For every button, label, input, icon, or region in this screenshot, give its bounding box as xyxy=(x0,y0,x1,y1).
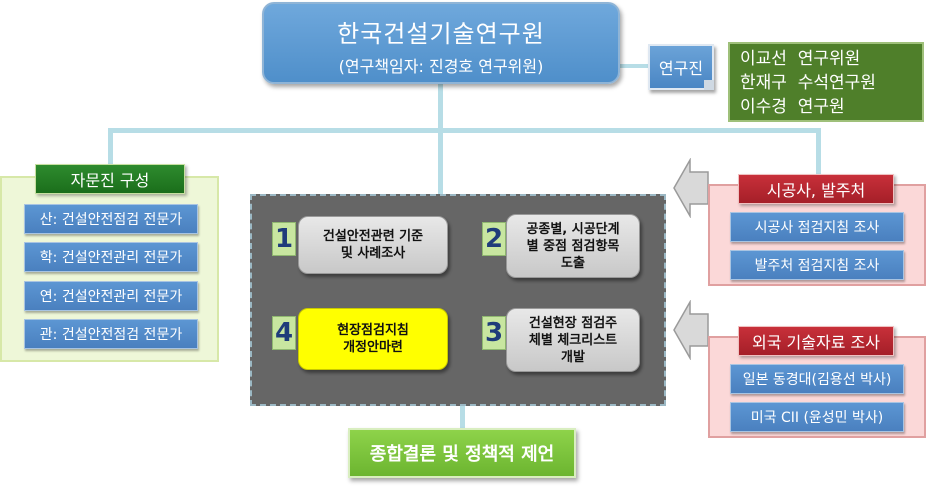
advisory-item: 학: 건설안전관리 전문가 xyxy=(24,242,198,272)
researcher-item: 이수경 연구원 xyxy=(740,97,845,117)
foreign-title: 외국 기술자료 조사 xyxy=(738,326,894,356)
task-box-4: 현장점검지침 개정안마련 xyxy=(298,308,448,370)
connector-horizontal xyxy=(108,128,820,133)
advisory-item: 관: 건설안전점검 전문가 xyxy=(24,319,198,349)
contractor-title-text: 시공사, 발주처 xyxy=(766,181,866,200)
advisory-item: 산: 건설안전점검 전문가 xyxy=(24,204,198,234)
connector-to-researchers xyxy=(620,64,650,68)
conclusion-box: 종합결론 및 정책적 제언 xyxy=(348,428,576,478)
researchers-label-text: 연구진 xyxy=(658,59,704,78)
connector-left-down xyxy=(108,128,113,168)
arrow-left-icon xyxy=(673,300,709,360)
contractor-item: 시공사 점검지침 조사 xyxy=(730,212,904,242)
contractor-title: 시공사, 발주처 xyxy=(738,174,894,204)
foreign-title-text: 외국 기술자료 조사 xyxy=(752,333,880,352)
foreign-item: 일본 동경대(김용선 박사) xyxy=(730,364,904,394)
task-number: 2 xyxy=(482,222,506,256)
contractor-item: 발주처 점검지침 조사 xyxy=(730,250,904,280)
researchers-list: 이교선 연구위원 한재구 수석연구원 이수경 연구원 xyxy=(728,42,924,122)
institute-title: 한국건설기술연구원 xyxy=(337,20,545,48)
researcher-item: 이교선 연구위원 xyxy=(740,49,861,69)
task-box-3: 건설현장 점검주 체별 체크리스트 개발 xyxy=(506,308,640,372)
connector-vertical-top xyxy=(438,84,443,196)
task-number: 3 xyxy=(482,316,506,350)
advisory-title-text: 자문진 구성 xyxy=(70,171,150,190)
task-number: 1 xyxy=(272,222,296,256)
task-number: 4 xyxy=(272,316,296,350)
advisory-item: 연: 건설안전관리 전문가 xyxy=(24,281,198,311)
institute-subtitle: (연구책임자: 진경호 연구위원) xyxy=(338,57,544,76)
connector-right-down xyxy=(816,128,821,182)
researchers-label: 연구진 xyxy=(648,44,714,90)
arrow-left-icon xyxy=(673,158,709,218)
institute-box: 한국건설기술연구원 (연구책임자: 진경호 연구위원) xyxy=(262,2,620,84)
connector-bottom xyxy=(460,406,465,430)
researcher-item: 한재구 수석연구원 xyxy=(740,73,876,93)
conclusion-text: 종합결론 및 정책적 제언 xyxy=(369,444,555,465)
task-box-2: 공종별, 시공단계 별 중점 점검항목 도출 xyxy=(506,214,640,278)
advisory-title: 자문진 구성 xyxy=(35,164,185,194)
foreign-item: 미국 CII (윤성민 박사) xyxy=(730,402,904,432)
task-box-1: 건설안전관련 기준 및 사례조사 xyxy=(298,216,448,274)
